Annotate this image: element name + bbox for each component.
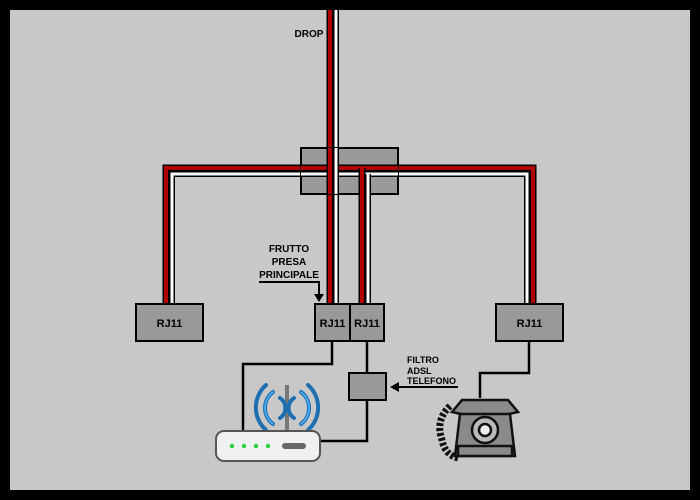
filter-output-wire (319, 400, 369, 443)
main-socket-annotation: FRUTTO PRESA PRINCIPALE (259, 244, 324, 302)
socket-main-a-label: RJ11 (320, 318, 346, 330)
socket-left-label: RJ11 (157, 318, 183, 330)
drop-label: DROP (295, 29, 324, 40)
filtro-label-line1: FILTRO (407, 355, 439, 365)
frutto-label-line1: FRUTTO (269, 244, 310, 255)
socket-right: RJ11 (495, 303, 564, 342)
frutto-label-line2: PRESA (272, 257, 306, 268)
filtro-label-line2: ADSL (407, 366, 432, 376)
junction-overlay-cables (301, 148, 398, 194)
router-icon (215, 383, 321, 462)
arrow-left-icon (390, 382, 458, 392)
telephone-wire (478, 341, 531, 398)
filter-annotation: FILTRO ADSL TELEFONO (390, 355, 458, 392)
diagram-background (10, 10, 690, 490)
frutto-label-line3: PRINCIPALE (259, 270, 319, 281)
adsl-filter-box (348, 372, 387, 401)
socket-left: RJ11 (135, 303, 204, 342)
telephone-icon (436, 398, 521, 462)
socket-right-label: RJ11 (517, 318, 543, 330)
socket-main-b: RJ11 (349, 303, 385, 342)
socket-main-b-label: RJ11 (354, 318, 380, 330)
arrow-right-icon (259, 281, 324, 302)
router-line-wire (241, 341, 334, 432)
secondary-socket-cable (358, 168, 371, 305)
socket-main-a: RJ11 (314, 303, 351, 342)
left-branch-cable (162, 164, 300, 305)
right-branch-cable (398, 164, 537, 305)
filtro-label-line3: TELEFONO (407, 376, 456, 386)
